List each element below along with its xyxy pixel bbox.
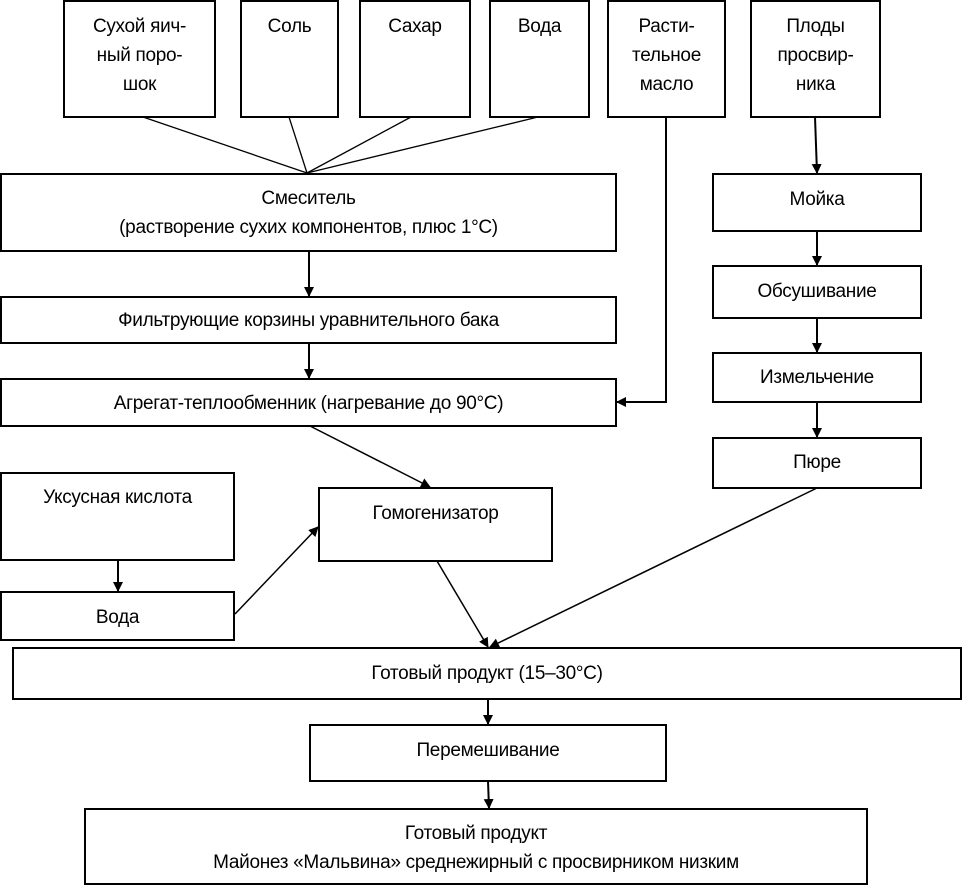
step-final-product: Готовый продукт Майонез «Мальвина» средн… (84, 808, 868, 885)
line-water-to-mixer (306, 116, 539, 174)
label-line: Майонез «Мальвина» среднежирный с просви… (213, 852, 739, 873)
ingredient-sugar: Сахар (359, 0, 471, 118)
label-line: Соль (267, 16, 312, 37)
step-drying: Обсушивание (712, 265, 922, 319)
ingredient-vegetable-oil: Расти- тельное масло (607, 0, 726, 118)
label-line: Уксусная кислота (43, 487, 192, 508)
arrow-oil-to-heat (616, 117, 667, 407)
ingredient-water-top: Вода (489, 0, 590, 118)
label-line: (растворение сухих компонентов, плюс 1°С… (119, 217, 498, 238)
label-line: Вода (517, 16, 562, 37)
step-ready-product-temp: Готовый продукт (15–30°С) (12, 647, 962, 700)
step-heat-exchanger: Агрегат-теплообменник (нагревание до 90°… (0, 378, 617, 427)
label-line: Готовый продукт (15–30°С) (371, 663, 603, 684)
label-line: ника (795, 74, 836, 95)
step-filter: Фильтрующие корзины уравнительного бака (0, 296, 617, 344)
label-line: Измельчение (760, 367, 874, 388)
label-line: масло (639, 74, 694, 95)
arrow-fruits-to-washing (811, 116, 822, 174)
label-line: Плоды (786, 16, 845, 37)
step-washing: Мойка (712, 173, 922, 232)
ingredient-water-bottom: Вода (0, 591, 235, 641)
line-salt-to-mixer (288, 116, 308, 174)
step-grinding: Измельчение (712, 352, 922, 403)
label-line: ный поро- (96, 45, 183, 66)
line-sugar-to-mixer (306, 116, 412, 174)
arrow-stirring-to-final (483, 780, 494, 809)
ingredient-marshmallow-fruits: Плоды просвир- ника (750, 0, 881, 118)
label-line: Перемешивание (416, 740, 560, 761)
ingredient-acetic-acid: Уксусная кислота (0, 472, 235, 561)
label-line: Вода (95, 607, 140, 628)
arrow-heat-to-homogenizer (309, 425, 431, 488)
step-stirring: Перемешивание (309, 724, 667, 782)
label-line: Фильтрующие корзины уравнительного бака (118, 310, 499, 331)
label-line: Мойка (789, 189, 845, 210)
label-line: Готовый продукт (404, 823, 548, 844)
ingredient-egg-powder: Сухой яич- ный поро- шок (63, 0, 216, 118)
label-line: Смеситель (261, 188, 356, 209)
arrow-homogenizer-to-product (436, 560, 489, 648)
step-puree: Пюре (712, 437, 922, 489)
ingredient-salt: Соль (240, 0, 339, 118)
label-line: Расти- (638, 16, 695, 37)
label-line: просвир- (777, 45, 854, 66)
label-line: Гомогенизатор (372, 503, 499, 524)
label-line: шок (122, 74, 157, 95)
arrow-water-to-homogenizer (234, 526, 319, 615)
label-line: Сухой яич- (92, 16, 187, 37)
step-homogenizer: Гомогенизатор (318, 487, 553, 562)
step-mixer: Смеситель (растворение сухих компонентов… (0, 173, 617, 252)
label-line: тельное (632, 45, 701, 66)
label-line: Сахар (388, 16, 442, 37)
label-line: Обсушивание (757, 281, 877, 302)
label-line: Агрегат-теплообменник (нагревание до 90°… (113, 393, 504, 414)
line-egg-to-mixer (142, 116, 308, 174)
label-line: Пюре (793, 452, 841, 473)
